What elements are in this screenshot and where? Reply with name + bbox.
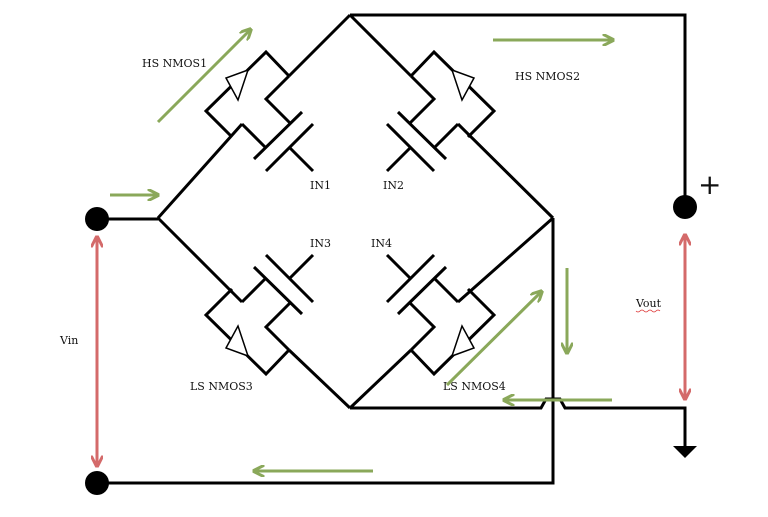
ls3-drain-wire [287, 348, 352, 410]
hs2-drain-wire [348, 13, 413, 78]
vout-plus-terminal [673, 195, 697, 219]
ls3-source-wire [156, 216, 244, 304]
wires [97, 13, 687, 485]
vin-label: Vin [59, 334, 78, 347]
top-rail-wire [350, 13, 687, 196]
current-arrow-ls4 [445, 292, 541, 387]
ls-nmos4-label: LS NMOS4 [443, 380, 506, 393]
in2-label: IN2 [383, 179, 404, 192]
hs1-source-wire [156, 123, 244, 219]
ground-symbol [673, 446, 697, 458]
spellcheck-underline [635, 309, 661, 313]
vin-plus-terminal [85, 207, 109, 231]
ls4-drain-wire [348, 348, 413, 410]
return-wire [97, 218, 555, 485]
hs2-source-wire [456, 122, 555, 220]
plus-sign: + [698, 168, 721, 201]
voltage-arrows [97, 236, 685, 465]
ls-nmos3-label: LS NMOS3 [190, 380, 253, 393]
ground-wire [350, 397, 687, 446]
in3-label: IN3 [310, 237, 331, 250]
vin-minus-terminal [85, 471, 109, 495]
hs-nmos1-label: HS NMOS1 [142, 57, 207, 70]
in4-label: IN4 [371, 237, 392, 250]
current-arrow-hs1 [156, 30, 250, 124]
vout-label: Vout [635, 297, 662, 310]
hs-nmos2-label: HS NMOS2 [515, 70, 580, 83]
in1-label: IN1 [310, 179, 331, 192]
hs1-drain-wire [287, 13, 352, 78]
current-arrows [110, 30, 612, 471]
ls4-source-wire [457, 216, 554, 304]
